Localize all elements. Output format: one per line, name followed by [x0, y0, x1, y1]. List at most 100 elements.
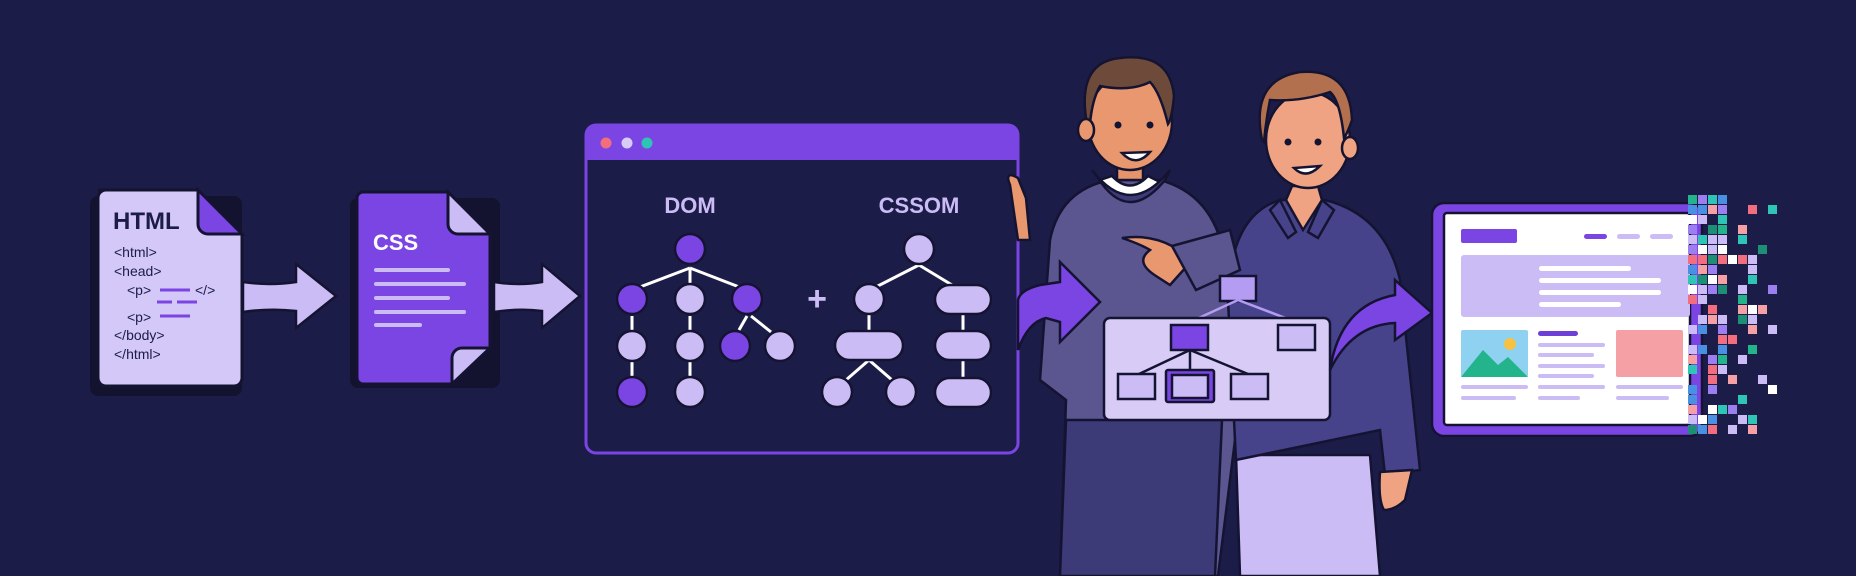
nav-link [1617, 234, 1640, 239]
pixel-dissolve-effect [1688, 195, 1777, 434]
pixel-block [1738, 225, 1747, 234]
pixel-block [1718, 215, 1727, 224]
pixel-block [1688, 295, 1697, 304]
pixel-block [1698, 295, 1707, 304]
render-tree-node [1169, 323, 1210, 352]
pixel-block [1698, 265, 1707, 274]
plus-sign: + [807, 280, 827, 318]
html-document: HTML <html> <head> <p> </> <p> </body> <… [90, 186, 246, 396]
pixel-block [1758, 245, 1767, 254]
pixel-block [1738, 285, 1747, 294]
pixel-block [1698, 325, 1707, 334]
pixel-block [1688, 215, 1697, 224]
code-line: </html> [114, 346, 161, 362]
pixel-block [1738, 255, 1747, 264]
arrow-icon [1016, 258, 1102, 351]
pixel-block [1688, 355, 1697, 364]
pixel-block [1708, 255, 1717, 264]
pixel-block [1698, 345, 1707, 354]
pixel-block [1708, 405, 1717, 414]
cssom-node [820, 375, 854, 409]
code-line: <p> [127, 309, 151, 325]
pixel-block [1688, 345, 1697, 354]
pixel-block [1708, 315, 1717, 324]
arrow-icon [492, 261, 582, 331]
render-tree-panel [1102, 274, 1332, 422]
pixel-block [1728, 335, 1737, 344]
cssom-node [884, 375, 918, 409]
pixel-block [1718, 195, 1727, 204]
pixel-block [1738, 355, 1747, 364]
pixel-block [1728, 375, 1737, 384]
nav-link [1650, 234, 1673, 239]
cssom-label: CSSOM [879, 193, 960, 218]
pixel-block [1698, 195, 1707, 204]
pixel-block [1718, 235, 1727, 244]
pixel-block [1718, 355, 1727, 364]
pixel-block [1768, 285, 1777, 294]
pixel-block [1688, 365, 1697, 374]
pixel-block [1718, 225, 1727, 234]
code-line: </body> [114, 327, 165, 343]
pixel-block [1688, 275, 1697, 284]
pixel-block [1708, 425, 1717, 434]
pixel-block [1718, 275, 1727, 284]
folded-corner-icon [196, 186, 246, 236]
pixel-block [1718, 205, 1727, 214]
cssom-node [933, 283, 993, 316]
pixel-block [1718, 345, 1727, 354]
cssom-node [833, 329, 905, 362]
pixel-block [1718, 325, 1727, 334]
pixel-block [1748, 325, 1757, 334]
pixel-block [1708, 375, 1717, 384]
pixel-block [1708, 205, 1717, 214]
pixel-block [1748, 345, 1757, 354]
pixel-block [1728, 425, 1737, 434]
cssom-node [902, 232, 936, 266]
cssom-node [933, 329, 993, 362]
code-line: <html> [114, 244, 157, 260]
minimize-dot-icon [621, 137, 633, 149]
pixel-block [1748, 425, 1757, 434]
dom-node [673, 282, 707, 316]
render-tree-node [1116, 372, 1157, 401]
pixel-block [1748, 265, 1757, 274]
cssom-node [933, 376, 993, 409]
pixel-block [1738, 305, 1747, 314]
pixel-block [1698, 235, 1707, 244]
pixel-block [1758, 375, 1767, 384]
pixel-block [1768, 205, 1777, 214]
code-line: <head> [114, 263, 162, 279]
nav-link [1584, 234, 1607, 239]
html-doc-title: HTML [113, 208, 180, 235]
pixel-block [1708, 365, 1717, 374]
pixel-block [1688, 235, 1697, 244]
pixel-block [1748, 275, 1757, 284]
pixel-block [1688, 415, 1697, 424]
pixel-block [1738, 395, 1747, 404]
folded-corner-icon [446, 188, 494, 236]
pixel-block [1748, 255, 1757, 264]
pixel-block [1698, 425, 1707, 434]
pixel-block [1718, 335, 1727, 344]
render-tree-node [1229, 372, 1270, 401]
pixel-block [1758, 305, 1767, 314]
pixel-block [1698, 255, 1707, 264]
pixel-block [1688, 395, 1697, 404]
pixel-block [1718, 255, 1727, 264]
dom-node [615, 329, 649, 363]
pixel-block [1698, 285, 1707, 294]
pixel-block [1718, 285, 1727, 294]
pixel-block [1738, 415, 1747, 424]
css-text-lines [374, 268, 466, 327]
pixel-block [1698, 205, 1707, 214]
pixel-block [1738, 235, 1747, 244]
render-tree-root [1218, 274, 1258, 303]
card-placeholder [1616, 330, 1683, 377]
pixel-block [1708, 415, 1717, 424]
rendered-page [1430, 201, 1704, 438]
hero-banner [1461, 255, 1690, 317]
pixel-block [1768, 385, 1777, 394]
dom-node [673, 329, 707, 363]
render-tree-node [1276, 323, 1317, 352]
